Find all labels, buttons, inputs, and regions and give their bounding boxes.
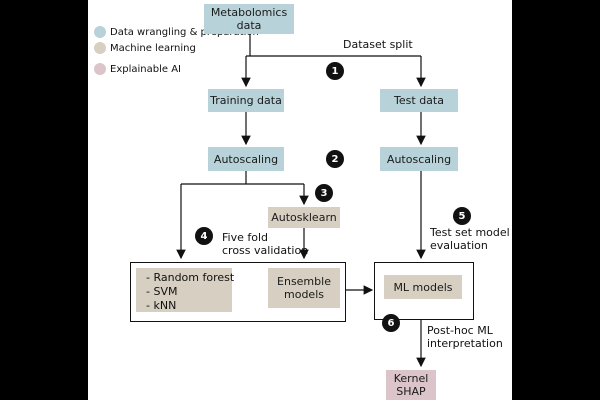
node-metabolomics-data: Metabolomics data — [204, 4, 294, 34]
model-list-item: - SVM — [146, 285, 178, 298]
model-list: - Random forest - SVM - kNN — [136, 268, 235, 312]
node-autosklearn: Autosklearn — [268, 207, 340, 228]
step-badge-3: 3 — [315, 184, 333, 202]
node-ensemble-models: Ensemble models — [268, 268, 340, 308]
node-kernel-shap: Kernel SHAP — [386, 370, 436, 400]
step-badge-6: 6 — [382, 314, 400, 332]
cv-models-frame — [130, 262, 346, 322]
legend-swatch — [94, 63, 106, 75]
connector-arrows — [176, 34, 426, 368]
model-list-item: - Random forest — [146, 271, 235, 284]
legend-swatch — [94, 42, 106, 54]
annotation-dataset-split: Dataset split — [343, 38, 413, 51]
step-badge-5: 5 — [453, 207, 471, 225]
annotation-five-fold-cv: Five fold cross validation — [222, 231, 309, 257]
legend-label: Data wrangling & preparation — [110, 26, 259, 38]
legend-label: Machine learning — [110, 42, 196, 54]
workflow-diagram: Data wrangling & preparation Machine lea… — [88, 0, 512, 400]
legend-label: Explainable AI — [110, 63, 181, 75]
ml-models-frame — [374, 262, 474, 320]
legend-item-data-wrangling: Data wrangling & preparation — [94, 26, 259, 38]
node-autoscaling-train: Autoscaling — [208, 147, 284, 171]
node-ml-models: ML models — [384, 275, 462, 299]
legend-item-explainable-ai: Explainable AI — [94, 63, 181, 75]
node-autoscaling-test: Autoscaling — [380, 147, 458, 171]
annotation-test-set-evaluation: Test set model evaluation — [430, 226, 510, 252]
legend-item-machine-learning: Machine learning — [94, 42, 196, 54]
step-badge-2: 2 — [326, 150, 344, 168]
node-test-data: Test data — [380, 89, 458, 112]
node-training-data: Training data — [208, 89, 284, 112]
model-list-item: - kNN — [146, 299, 177, 312]
step-badge-1: 1 — [326, 62, 344, 80]
legend-swatch — [94, 26, 106, 38]
annotation-posthoc-interpretation: Post-hoc ML interpretation — [427, 324, 503, 350]
step-badge-4: 4 — [195, 227, 213, 245]
